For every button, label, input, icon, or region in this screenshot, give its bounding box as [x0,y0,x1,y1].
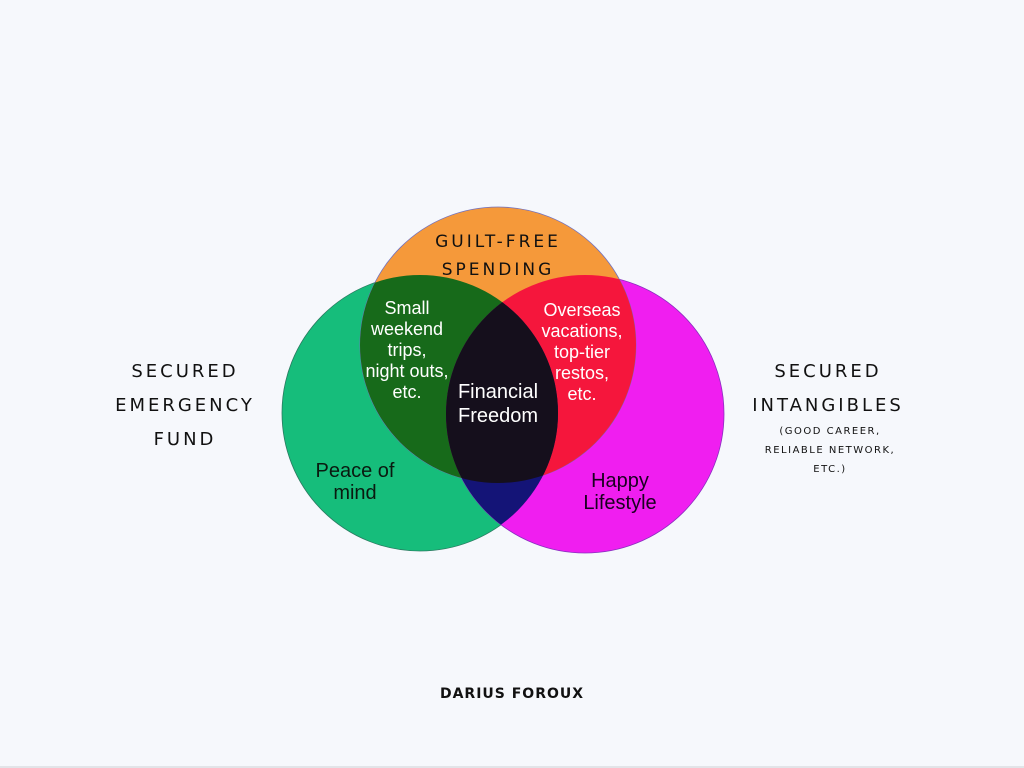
label-line: etc. [567,384,597,404]
label-line: Lifestyle [583,492,657,514]
label-line: Happy [591,470,649,492]
label-center: Financial Freedom [448,380,548,428]
signature: Darius Foroux [439,686,585,702]
label-line: restos, [554,363,610,383]
bottom-divider [0,766,1024,768]
title-emergency-line2: emergency [115,395,255,416]
title-spending-line2: spending [441,260,555,280]
note-line1: (good career, [779,426,881,437]
label-left-only: Peace of mind [300,460,410,504]
label-left-top: Small weekend trips, night outs, etc. [352,298,462,403]
label-line: Freedom [457,405,539,427]
label-line: etc. [392,382,422,402]
title-spending: Guilt-free spending [398,228,598,284]
label-right-only: Happy Lifestyle [565,470,675,514]
title-spending-line1: Guilt-free [435,232,561,252]
title-intangibles-line2: intangibles [752,395,904,416]
label-line: top-tier [553,342,611,362]
title-emergency-line1: Secured [131,361,239,382]
title-emergency: Secured emergency fund [100,355,270,457]
label-line: trips, [387,340,427,360]
title-intangibles-line1: Secured [774,361,882,382]
label-line: Overseas [543,300,621,320]
label-line: night outs, [365,361,449,381]
label-line: Financial [457,381,539,403]
label-top-right: Overseas vacations, top-tier restos, etc… [532,300,632,405]
label-line: Peace of [315,460,395,482]
note-line3: etc.) [813,464,847,475]
title-intangibles: Secured intangibles [733,355,923,423]
note-line2: reliable network, [764,445,896,456]
title-emergency-line3: fund [153,429,217,450]
label-line: vacations, [541,321,623,341]
label-line: weekend [370,319,444,339]
label-line: mind [333,482,377,504]
overlap-all-three [446,275,558,483]
label-line: Small [384,298,430,318]
intangibles-note: (good career, reliable network, etc.) [740,422,920,479]
